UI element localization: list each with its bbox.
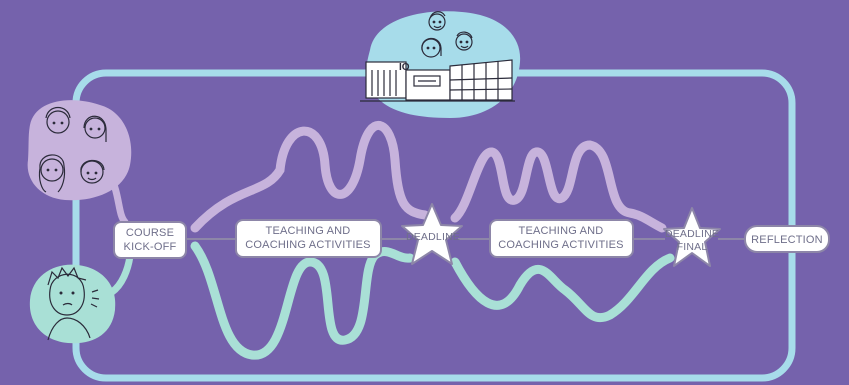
kickoff-line1: COURSE (126, 227, 174, 239)
activities-2-line2: COACHING ACTIVITIES (498, 239, 623, 251)
top-illustration: IO (360, 11, 521, 119)
upper-wave-path (190, 121, 667, 233)
node-reflection: REFLECTION (744, 225, 830, 253)
reflection-label: REFLECTION (751, 234, 823, 246)
node-deadline: DEADLINE (401, 203, 463, 265)
deadline-final-line2: FINAL (677, 241, 708, 253)
star-icon (401, 203, 463, 265)
node-activities-2: TEACHING AND COACHING ACTIVITIES (489, 219, 634, 258)
person-icon (47, 266, 100, 341)
building-sign-label: IO (399, 62, 410, 73)
activities-2-line1: TEACHING AND (519, 225, 604, 237)
left-group-illustration (27, 100, 132, 201)
people-group-icon (38, 106, 107, 193)
activities-1-line1: TEACHING AND (266, 225, 351, 237)
deadline-final-line1: DEADLINE (665, 228, 719, 240)
left-top-blob (27, 100, 132, 201)
deadline-label: DEADLINE (406, 231, 460, 243)
node-activities-1: TEACHING AND COACHING ACTIVITIES (235, 219, 382, 258)
left-bottom-blob (29, 264, 116, 344)
kickoff-line2: KICK-OFF (124, 241, 177, 253)
people-group-icon (421, 11, 473, 58)
building-icon (360, 59, 515, 102)
star-icon (663, 207, 721, 267)
tail-person-to-kickoff (108, 252, 134, 296)
node-deadline-final: DEADLINE FINAL (663, 207, 721, 267)
activities-1-line2: COACHING ACTIVITIES (245, 239, 370, 251)
left-person-illustration (29, 264, 116, 344)
lower-wave-path (190, 241, 675, 360)
node-kickoff: COURSE KICK-OFF (113, 221, 187, 259)
